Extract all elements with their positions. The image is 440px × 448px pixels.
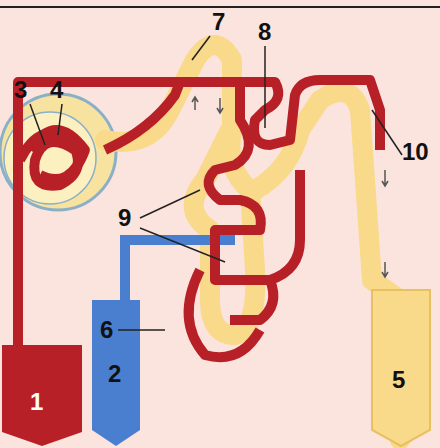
blood-vessels bbox=[18, 80, 380, 357]
callout-number: 5 bbox=[392, 368, 405, 392]
callout-number: 3 bbox=[14, 78, 27, 102]
callout-number: 8 bbox=[258, 20, 271, 44]
vein bbox=[92, 300, 140, 446]
callout-number: 9 bbox=[118, 206, 131, 230]
renal-tubule bbox=[105, 45, 400, 440]
collecting-duct bbox=[372, 290, 430, 446]
callout-number: 10 bbox=[402, 140, 429, 164]
callout-number: 1 bbox=[30, 390, 43, 414]
callout-number: 4 bbox=[50, 78, 63, 102]
callout-number: 2 bbox=[108, 362, 121, 386]
callout-number: 6 bbox=[100, 318, 113, 342]
callout-number: 7 bbox=[212, 10, 225, 34]
artery bbox=[2, 345, 82, 446]
top-rule bbox=[0, 6, 440, 8]
flow-arrows bbox=[192, 97, 388, 277]
leader-lines bbox=[30, 36, 402, 330]
